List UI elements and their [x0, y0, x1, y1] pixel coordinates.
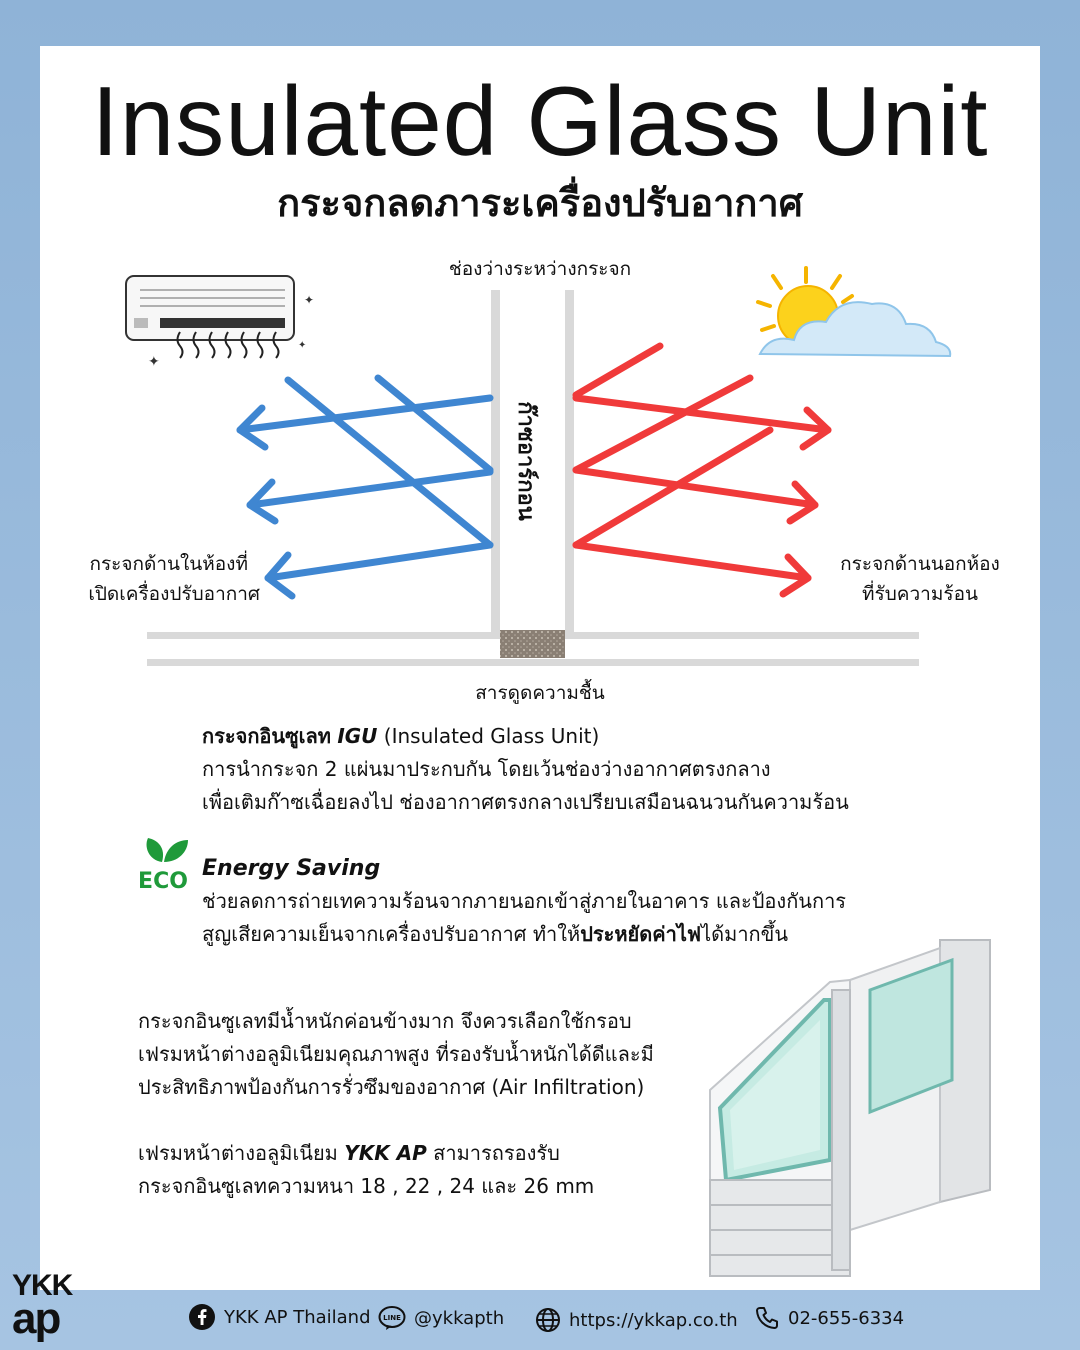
- svg-text:LINE: LINE: [383, 1314, 401, 1322]
- frame-note: กระจกอินซูเลทมีน้ำหนักค่อนข้างมาก จึงควร…: [138, 1005, 718, 1203]
- frame-line-4: เฟรมหน้าต่างอลูมิเนียม YKK AP สามารถรองร…: [138, 1141, 560, 1165]
- brand-name: YKK AP: [344, 1141, 427, 1165]
- svg-text:✦: ✦: [304, 293, 314, 307]
- footer-facebook[interactable]: YKK AP Thailand: [188, 1303, 371, 1331]
- gap-label: ช่องว่างระหว่างกระจก: [448, 258, 632, 280]
- outer-glass-label-2: ที่รับความร้อน: [862, 583, 978, 605]
- footer-phone[interactable]: 02-655-6334: [754, 1305, 904, 1331]
- line-handle: @ykkapth: [414, 1307, 505, 1329]
- igu-diagram: ✦ ✦ ✦: [125, 266, 952, 666]
- eco-line-2: สูญเสียความเย็นจากเครื่องปรับอากาศ ทำให้…: [202, 922, 789, 946]
- frame-line-5: กระจกอินซูเลทความหนา 18 , 22 , 24 และ 26…: [138, 1174, 595, 1198]
- cold-arrows: [236, 374, 494, 600]
- inner-glass-label-1: กระจกด้านในห้องที่: [89, 553, 248, 575]
- frame-line-3: ประสิทธิภาพป้องกันการรั่วซึมของอากาศ (Ai…: [138, 1075, 645, 1099]
- igu-full-name: (Insulated Glass Unit): [383, 724, 600, 748]
- page-subtitle: กระจกลดภาระเครื่องปรับอากาศ: [277, 181, 803, 225]
- igu-line-3: เพื่อเติมก๊าซเฉื่อยลงไป ช่องอากาศตรงกลาง…: [202, 790, 849, 814]
- outer-glass-label-1: กระจกด้านนอกห้อง: [840, 553, 1000, 575]
- svg-text:✦: ✦: [148, 354, 160, 370]
- svg-text:ECO: ECO: [138, 869, 188, 890]
- line-icon: LINE: [378, 1306, 406, 1330]
- phone-icon: [756, 1307, 778, 1329]
- igu-line-2: การนำกระจก 2 แผ่นมาประกบกัน โดยเว้นช่องว…: [202, 757, 771, 781]
- frame-line-2: เฟรมหน้าต่างอลูมิเนียมคุณภาพสูง ที่รองรั…: [138, 1042, 654, 1066]
- globe-icon: [536, 1308, 560, 1332]
- eco-description: Energy Saving ช่วยลดการถ่ายเทความร้อนจาก…: [202, 852, 1002, 951]
- air-conditioner-icon: ✦ ✦ ✦: [125, 275, 314, 370]
- outer-glass-pane: [565, 290, 574, 632]
- footer-website[interactable]: https://ykkap.co.th: [535, 1307, 738, 1333]
- igu-description: กระจกอินซูเลท IGU (Insulated Glass Unit)…: [202, 720, 1002, 819]
- eco-highlight: ประหยัดค่าไฟ: [580, 922, 702, 946]
- footer-line[interactable]: LINE @ykkapth: [378, 1305, 504, 1331]
- inner-glass-label-2: เปิดเครื่องปรับอากาศ: [88, 583, 260, 605]
- sun-cloud-icon: [756, 266, 952, 358]
- facebook-icon: [189, 1304, 215, 1330]
- aluminum-window-frame-image: [709, 939, 991, 1278]
- facebook-handle: YKK AP Thailand: [224, 1306, 371, 1328]
- page-title: Insulated Glass Unit: [91, 66, 989, 176]
- sill-line-lower: [147, 659, 919, 666]
- desiccant-spacer: [500, 630, 565, 658]
- igu-name: กระจกอินซูเลท: [202, 724, 331, 748]
- igu-abbr: IGU: [337, 724, 378, 748]
- eco-heading: Energy Saving: [202, 856, 381, 881]
- ykk-ap-logo: YKK ap: [12, 1269, 73, 1343]
- desiccant-label: สารดูดความชื้น: [475, 682, 605, 704]
- argon-gas-label: ก๊าซอาร์กอน: [513, 401, 538, 521]
- eco-icon: ECO: [138, 838, 188, 890]
- svg-text:✦: ✦: [298, 340, 306, 351]
- phone-number: 02-655-6334: [788, 1307, 905, 1329]
- eco-line-1: ช่วยลดการถ่ายเทความร้อนจากภายนอกเข้าสู่ภ…: [202, 889, 847, 913]
- inner-glass-pane: [491, 290, 500, 632]
- website-url: https://ykkap.co.th: [569, 1309, 738, 1331]
- frame-line-1: กระจกอินซูเลทมีน้ำหนักค่อนข้างมาก จึงควร…: [138, 1009, 632, 1033]
- hot-arrows: [572, 342, 832, 598]
- igu-heading-line: กระจกอินซูเลท IGU (Insulated Glass Unit): [202, 720, 1002, 753]
